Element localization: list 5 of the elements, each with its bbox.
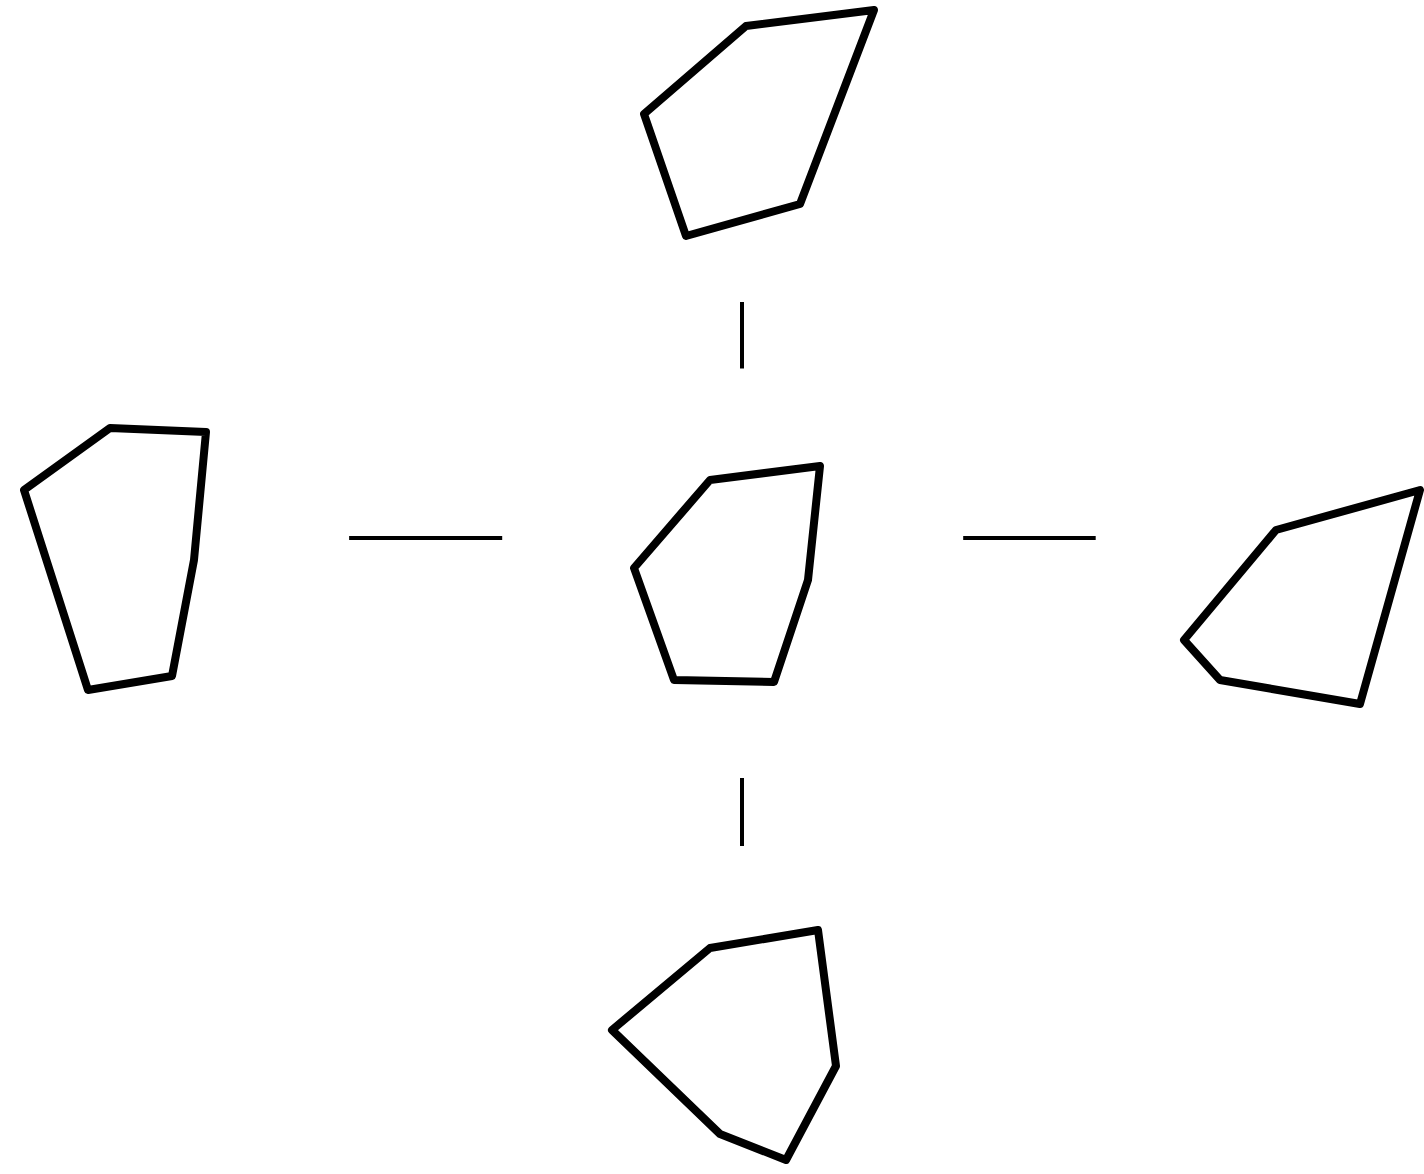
polygon-outline bbox=[1184, 490, 1420, 704]
polygon-outline bbox=[644, 10, 874, 236]
polygon-outline bbox=[612, 930, 836, 1160]
polygon-outline bbox=[24, 428, 206, 690]
polygon-outline bbox=[634, 466, 820, 682]
